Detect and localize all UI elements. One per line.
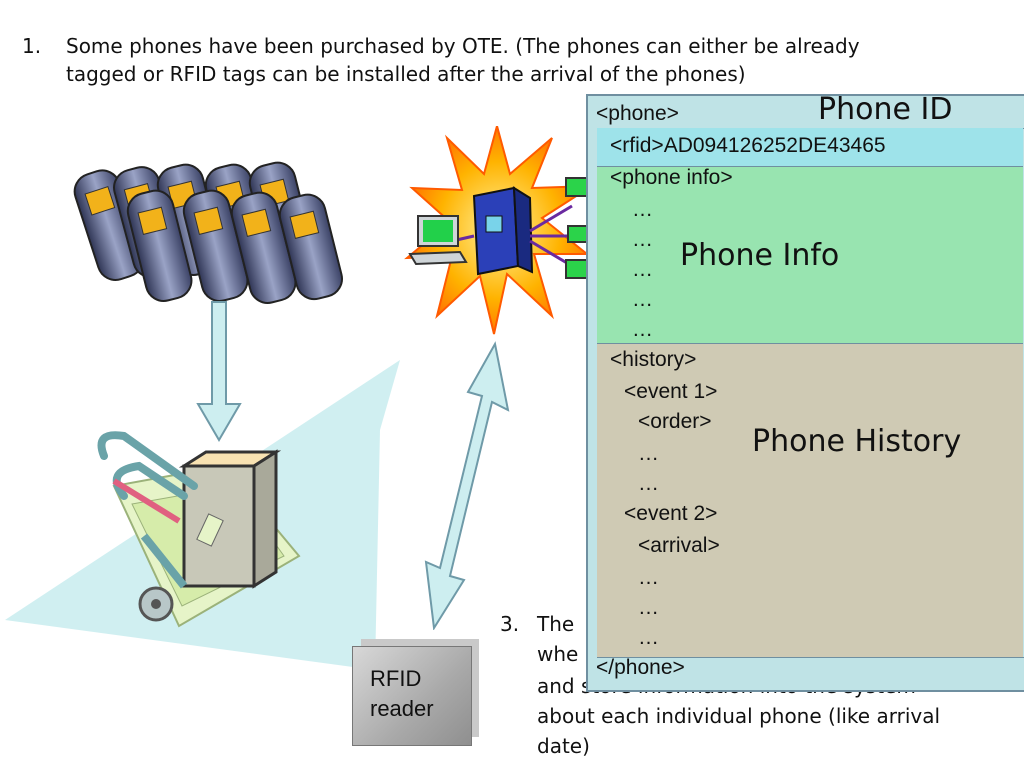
rfid-line: <rfid>AD094126252DE43465: [610, 134, 886, 157]
down-arrow: [196, 301, 242, 442]
hand-truck-icon: [97, 431, 301, 628]
phone-info-open-tag: <phone info>: [610, 166, 733, 189]
event2-ellipsis-2: …: [638, 596, 659, 619]
step1-number: 1.: [22, 34, 42, 58]
event1-ellipsis-1: …: [638, 442, 659, 465]
phone-history-label: Phone History: [752, 424, 962, 459]
step3-line5: date): [537, 734, 590, 758]
event1-ellipsis-2: …: [638, 472, 659, 495]
step1-line1: Some phones have been purchased by OTE. …: [66, 34, 860, 58]
computer-icon: [408, 215, 468, 266]
history-open-tag: <history>: [610, 348, 697, 371]
step3-line1: The: [537, 612, 575, 636]
reader-label-line2: reader: [370, 696, 434, 721]
info-ellipsis-5: …: [632, 318, 653, 341]
phone-info-section: [597, 166, 1023, 343]
phone-id-label: Phone ID: [818, 92, 953, 127]
step1-line2: tagged or RFID tags can be installed aft…: [66, 62, 746, 86]
arrival-tag: <arrival>: [638, 534, 720, 557]
phone-open-tag: <phone>: [596, 102, 679, 125]
reader-label-line1: RFID: [370, 666, 422, 691]
event2-ellipsis-1: …: [638, 566, 659, 589]
phone-close-tag: </phone>: [596, 656, 685, 679]
phone-info-label: Phone Info: [680, 238, 840, 273]
info-ellipsis-1: …: [632, 198, 653, 221]
event2-ellipsis-3: …: [638, 626, 659, 649]
step3-line4: about each individual phone (like arriva…: [537, 704, 941, 728]
rfid-section: [597, 128, 1023, 166]
order-tag: <order>: [638, 410, 712, 433]
info-ellipsis-3: …: [632, 258, 653, 281]
history-section: [597, 343, 1023, 657]
rfid-reader-icon: [352, 646, 472, 746]
step3-number: 3.: [500, 612, 520, 636]
event1-open-tag: <event 1>: [624, 380, 718, 403]
info-ellipsis-4: …: [632, 288, 653, 311]
double-arrow: [424, 341, 510, 630]
step3-line2: whe: [537, 642, 579, 666]
mobile-phones-icon: [73, 161, 343, 304]
event2-open-tag: <event 2>: [624, 502, 718, 525]
info-ellipsis-2: …: [632, 228, 653, 251]
